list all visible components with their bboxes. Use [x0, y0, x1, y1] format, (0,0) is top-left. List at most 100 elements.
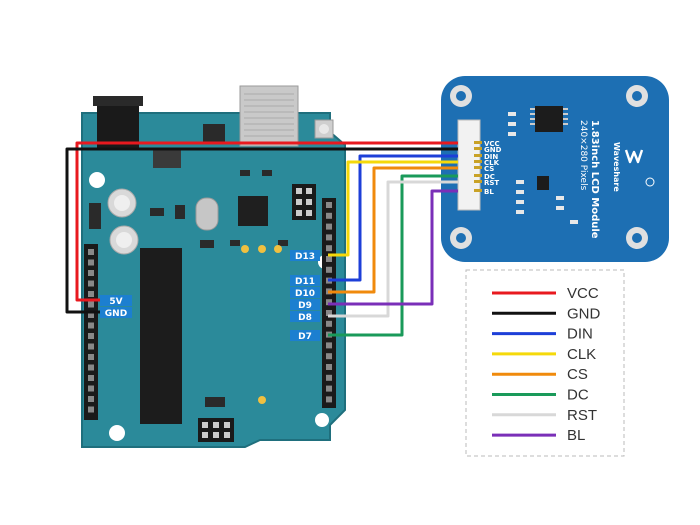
led	[274, 245, 282, 253]
header-pin	[326, 310, 332, 316]
pin-label-d8-bg	[290, 311, 320, 322]
pin-label-d10: D10	[295, 289, 315, 299]
header-pin	[326, 299, 332, 306]
header-pin	[88, 385, 94, 392]
wire-din	[328, 154, 458, 282]
header-pin	[88, 291, 94, 297]
header-pin	[88, 364, 94, 371]
legend-box	[465, 269, 625, 457]
pin-label-5v-bg	[100, 295, 132, 306]
header-pin	[326, 342, 332, 349]
wire-clk	[328, 160, 458, 257]
legend-label-din: DIN	[567, 326, 593, 343]
module-chip	[537, 176, 549, 190]
wire-rst	[328, 180, 458, 318]
connector-pin	[474, 174, 482, 177]
header-pin	[326, 320, 332, 327]
header-pin	[88, 259, 94, 266]
header-pin	[326, 256, 332, 262]
wire-cs	[328, 166, 458, 294]
reset-button-cap	[319, 124, 329, 134]
module-brand: Waveshare	[612, 142, 621, 192]
legend-label-rst: RST	[567, 407, 597, 424]
led	[258, 245, 266, 253]
pin-label-gnd-bg	[100, 307, 132, 318]
icsp-header	[292, 184, 316, 220]
mount-hole	[632, 233, 642, 243]
header-pin	[326, 385, 332, 392]
header-pin	[88, 301, 94, 308]
icsp-header	[198, 418, 234, 442]
capacitor	[116, 232, 132, 248]
connector-pin	[474, 189, 482, 192]
connector-pin	[474, 166, 482, 169]
module-pin-clk: CLK	[484, 159, 500, 167]
connector-pin	[474, 147, 482, 150]
module-resolution: 240×280 Pixels	[578, 120, 588, 191]
waveshare-logo	[624, 149, 655, 187]
header-pin	[326, 364, 332, 370]
header-pin	[326, 353, 332, 360]
module-pin-bl: BL	[484, 188, 494, 196]
module-pin-dc: DC	[484, 173, 495, 181]
header-pin	[88, 375, 94, 381]
module-pin-vcc: VCC	[484, 140, 500, 148]
pin-label-d8: D8	[298, 313, 312, 323]
header-pin	[326, 234, 332, 241]
crystal	[153, 148, 181, 168]
header-pin	[88, 322, 94, 329]
module-pin-gnd: GND	[484, 146, 502, 154]
wires	[65, 141, 458, 337]
pin-label-d7-bg	[290, 330, 320, 341]
header-pin	[88, 270, 94, 276]
usb-chip	[238, 196, 268, 226]
header-pin	[326, 212, 332, 219]
connector-pin	[474, 154, 482, 157]
header-pin	[88, 333, 94, 339]
mount-hole	[632, 91, 642, 101]
legend-label-gnd: GND	[567, 305, 601, 322]
pin-label-d7: D7	[298, 332, 312, 342]
usb-connector	[239, 85, 299, 147]
pin-label-d11: D11	[295, 277, 315, 287]
legend-label-bl: BL	[567, 427, 585, 444]
small-chip	[203, 124, 225, 142]
led	[258, 396, 266, 404]
mount-hole	[109, 425, 125, 441]
header-pin	[326, 266, 332, 273]
mount-hole	[456, 233, 466, 243]
header-pin	[326, 245, 332, 252]
microcontroller-chip	[140, 248, 182, 424]
module-title: 1.83inch LCD Module	[589, 120, 600, 239]
header-pin	[326, 202, 332, 208]
module-chip	[535, 106, 563, 132]
wire-vcc	[75, 141, 458, 302]
mount-hole	[456, 91, 466, 101]
pin-label-d11-bg	[290, 275, 320, 286]
oscillator	[195, 197, 219, 231]
power-jack-top	[93, 96, 143, 106]
pin-label-d9: D9	[298, 301, 312, 311]
pin-label-d9-bg	[290, 299, 320, 310]
header-pin	[326, 374, 332, 381]
header-pin	[88, 406, 94, 413]
header-pin	[88, 343, 94, 350]
wire-bl	[328, 189, 458, 306]
mount-hole	[315, 413, 329, 427]
mount-hole	[89, 172, 105, 188]
module-board	[441, 76, 669, 262]
connector-pin	[474, 160, 482, 163]
power-header	[84, 244, 98, 420]
small-chip	[205, 397, 225, 407]
module-pin-din: DIN	[484, 153, 498, 161]
header-pin	[88, 249, 94, 255]
pin-label-d13-bg	[290, 250, 320, 261]
led	[241, 245, 249, 253]
capacitor	[114, 195, 130, 211]
wire-gnd	[65, 147, 458, 314]
connector-pin	[474, 180, 482, 183]
module-pin-cs: CS	[484, 165, 494, 173]
pin-label-gnd: GND	[105, 309, 127, 319]
